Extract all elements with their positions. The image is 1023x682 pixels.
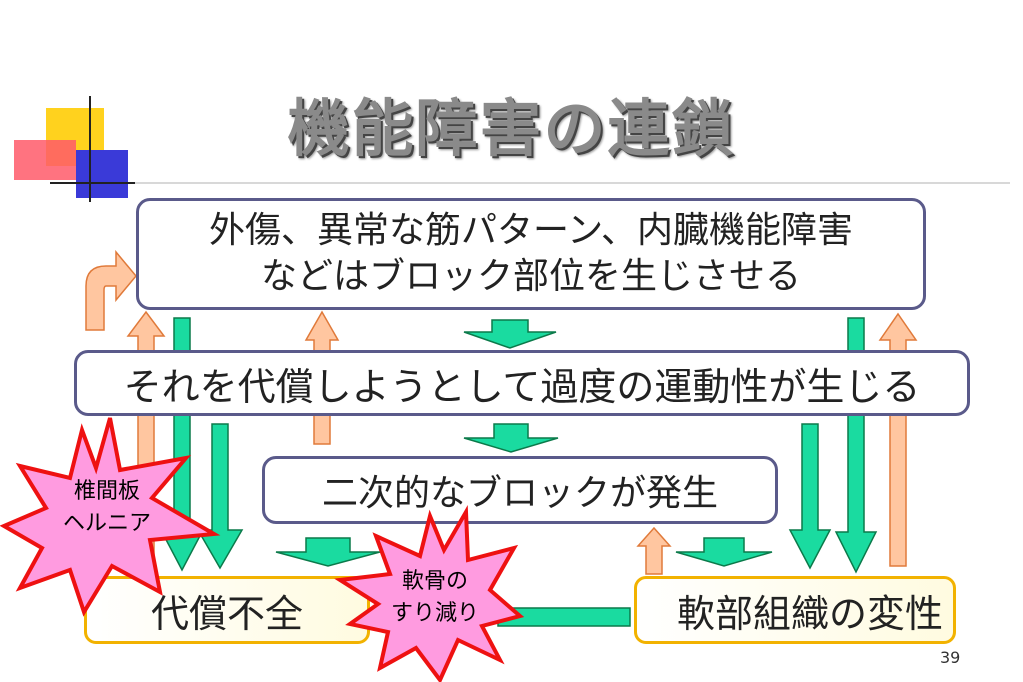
cause-box: 外傷、異常な筋パターン、内臓機能障害 などはブロック部位を生じさせる [136, 198, 926, 310]
page-number: 39 [940, 648, 961, 667]
hernia-label: 椎間板 ヘルニア [32, 476, 182, 540]
title-decoration [14, 96, 1010, 202]
hernia-line-1: 椎間板 [73, 479, 140, 504]
secondary-block-box: 二次的なブロックが発生 [262, 456, 778, 524]
long-down-arrow-right-1 [788, 423, 832, 570]
up-arrow-small [636, 526, 672, 575]
decompensation-box: 代償不全 [84, 576, 370, 644]
long-down-arrow-left-2 [196, 423, 244, 570]
red-square [14, 140, 76, 180]
horizontal-connector-bar [497, 607, 631, 627]
cartilage-line-2: すり減り [390, 601, 479, 626]
slide-title: 機能障害の連鎖 [287, 92, 736, 165]
cartilage-line-1: 軟骨の [401, 569, 468, 594]
blue-square [76, 150, 128, 198]
down-arrow-box1-box2 [463, 319, 557, 349]
cartilage-label: 軟骨の すり減り [370, 566, 500, 630]
soft-tissue-degeneration-box: 軟部組織の変性 [634, 576, 956, 644]
curved-up-arrow [85, 249, 137, 331]
up-arrow-right [878, 312, 918, 567]
down-arrow-box2-box3 [463, 423, 559, 453]
cause-line-2: などはブロック部位を生じさせる [260, 256, 801, 297]
down-arrow-box3-left [275, 537, 381, 567]
hernia-line-2: ヘルニア [62, 511, 151, 536]
down-arrow-box3-right [675, 537, 773, 567]
cause-line-1: 外傷、異常な筋パターン、内臓機能障害 [208, 210, 854, 251]
compensation-box: それを代償しようとして過度の運動性が生じる [74, 350, 970, 416]
